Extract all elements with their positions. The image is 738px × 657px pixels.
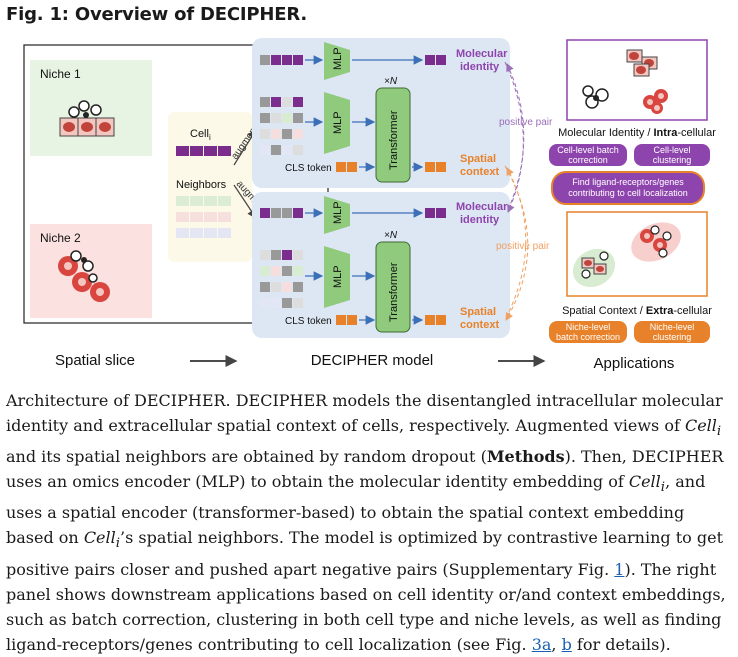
transformer-block-2	[375, 241, 411, 333]
svg-text:×N: ×N	[384, 76, 398, 87]
svg-text:Transformer: Transformer	[388, 110, 400, 170]
pill-niche-cluster	[634, 321, 710, 343]
neighbors-vectors	[176, 196, 231, 238]
svg-text:MLP: MLP	[332, 201, 344, 224]
figure-caption: Architecture of DECIPHER. DECIPHER model…	[6, 391, 726, 654]
positive-pair-purple: positive pair	[499, 117, 553, 128]
link-supp-fig-1[interactable]: 1	[614, 559, 625, 579]
mlp-block-2	[324, 92, 350, 154]
svg-text:Transformer: Transformer	[388, 262, 400, 322]
mlp-block-1	[324, 42, 350, 80]
intra-title: Molecular Identity / Intra-cellular	[558, 127, 716, 139]
pill-cell-cluster	[634, 144, 710, 166]
neighbor-rows-bottom	[260, 250, 303, 308]
cls-token-bottom: CLS token	[285, 316, 332, 327]
niche2-cells	[58, 250, 110, 302]
cell-vector	[176, 146, 231, 156]
svg-text:MLP: MLP	[332, 265, 344, 288]
transformer-block-1	[375, 87, 411, 183]
figure-diagram: Niche 1 Niche 2 Spatial slice Celli Neig…	[23, 38, 716, 372]
niche1-cells	[59, 100, 115, 137]
niche1-label: Niche 1	[40, 67, 81, 81]
figure-title: Fig. 1: Overview of DECIPHER.	[6, 4, 307, 25]
pill-ligand	[551, 171, 705, 205]
intra-cells	[582, 49, 668, 114]
svg-text:MLP: MLP	[332, 47, 344, 70]
cell-label: Celli	[190, 128, 211, 142]
extra-title: Spatial Context / Extra-cellular	[562, 305, 712, 317]
spatial-slice-caption: Spatial slice	[55, 352, 135, 369]
link-fig-3b[interactable]: b	[561, 634, 572, 654]
link-fig-3a[interactable]: 3a	[531, 634, 552, 654]
neighbor-rows-top	[260, 97, 303, 155]
mlp-block-4	[324, 246, 350, 308]
applications-caption: Applications	[594, 355, 675, 372]
neighbors-label: Neighbors	[176, 179, 227, 191]
positive-pair-orange: positive pair	[496, 241, 550, 252]
cls-token-top: CLS token	[285, 163, 332, 174]
svg-text:MLP: MLP	[332, 111, 344, 134]
niche2-label: Niche 2	[40, 231, 81, 245]
model-caption: DECIPHER model	[311, 352, 434, 369]
mlp-block-3	[324, 196, 350, 234]
niche2-region	[30, 224, 152, 318]
svg-text:×N: ×N	[384, 230, 398, 241]
pill-cell-batch	[549, 144, 627, 166]
extra-cells	[572, 222, 681, 288]
pill-niche-batch	[549, 321, 627, 343]
